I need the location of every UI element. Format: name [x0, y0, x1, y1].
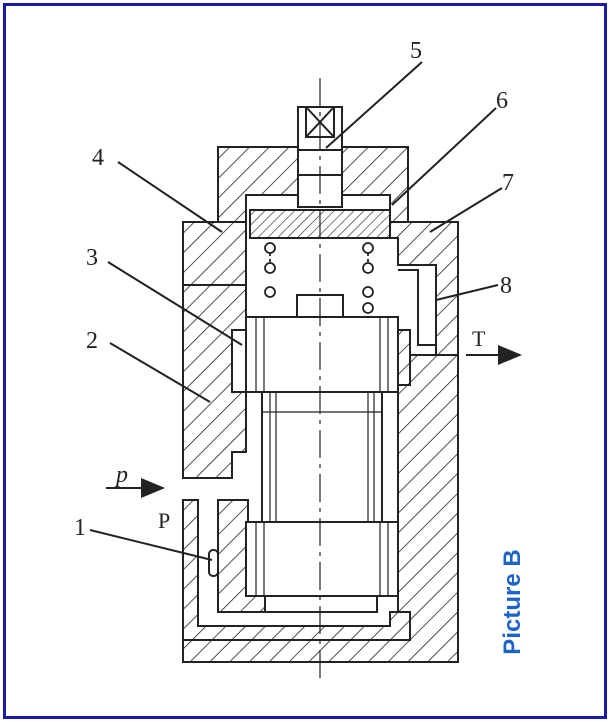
label-3: 3: [86, 245, 98, 271]
border-frame: [3, 3, 607, 719]
caption-text: Picture B: [499, 549, 526, 655]
label-4: 4: [92, 145, 104, 171]
damping-orifice: [208, 549, 219, 577]
body-right-inner: [397, 329, 411, 386]
tank-port-label: T: [472, 326, 486, 351]
pressure-port-label: P: [158, 508, 170, 533]
label-7: 7: [502, 170, 514, 196]
spool: [231, 294, 399, 613]
pressure-symbol: p: [114, 462, 128, 488]
picture-caption: Picture B: [478, 540, 538, 670]
label-1: 1: [74, 515, 86, 541]
spring: [264, 242, 374, 314]
drain-passage: [398, 269, 436, 346]
label-2: 2: [86, 328, 98, 354]
valve-body: [182, 284, 459, 663]
housing-right: [389, 221, 459, 356]
label-8: 8: [500, 273, 512, 299]
leader-lines: [89, 61, 503, 561]
label-5: 5: [410, 38, 422, 64]
label-6: 6: [496, 88, 508, 114]
